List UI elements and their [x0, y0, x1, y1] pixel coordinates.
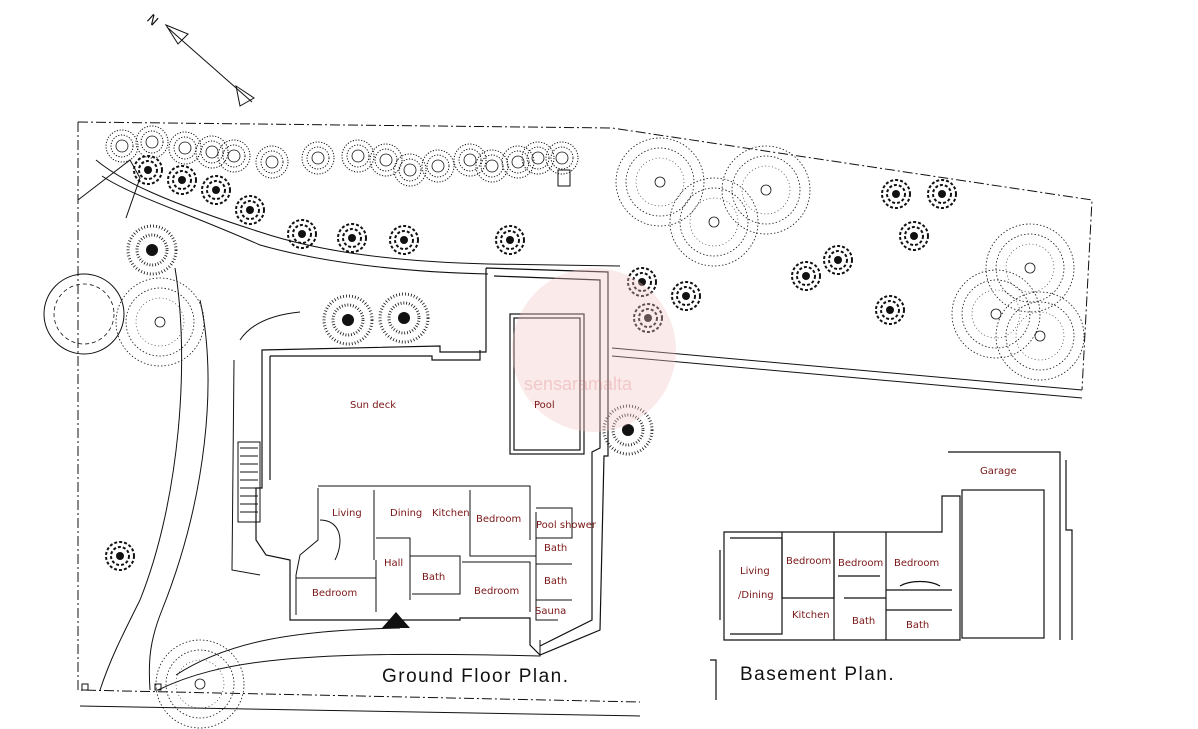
site-boundary — [77, 121, 1093, 717]
label-basement-bath-2: Bath — [906, 620, 929, 631]
label-living: Living — [332, 508, 362, 519]
north-arrow-icon: N — [143, 12, 255, 107]
label-bedroom-center: Bedroom — [474, 586, 519, 597]
stairs — [240, 447, 258, 513]
label-basement-bath-1: Bath — [852, 616, 875, 627]
house-interior-walls — [295, 485, 573, 621]
label-sun-deck: Sun deck — [350, 400, 396, 411]
label-basement-bedroom-3: Bedroom — [894, 558, 939, 569]
large-trees — [43, 137, 1085, 729]
label-living-line2: /Dining — [738, 590, 774, 601]
label-pool: Pool — [534, 400, 555, 411]
basement-labels: Garage Living /Dining Bedroom Bedroom Be… — [738, 466, 1017, 631]
basement-title: Basement Plan. — [740, 664, 895, 685]
watermark-logo: sensaramalta — [512, 268, 676, 432]
label-pool-shower: Pool shower — [536, 520, 597, 531]
label-basement-bedroom-1: Bedroom — [786, 556, 831, 567]
label-hall: Hall — [384, 558, 403, 569]
label-bath-upper: Bath — [544, 543, 567, 554]
ground-floor-walls — [255, 267, 609, 656]
north-label: N — [143, 12, 160, 30]
driveway — [77, 159, 621, 691]
label-basement-bedroom-2: Bedroom — [838, 558, 883, 569]
label-basement-kitchen: Kitchen — [792, 610, 830, 621]
label-bath-lower: Bath — [544, 576, 567, 587]
watermark-text: sensaramalta — [524, 374, 633, 394]
entrance-marker-icon — [382, 612, 410, 628]
label-bedroom-west: Bedroom — [312, 588, 357, 599]
ground-floor-labels: Sun deck Pool Living Dining Kitchen Bedr… — [312, 400, 597, 617]
label-bedroom-ne: Bedroom — [476, 514, 521, 525]
label-bath-center: Bath — [422, 572, 445, 583]
tree-row-sunburst — [105, 125, 579, 187]
ground-floor-title: Ground Floor Plan. — [382, 666, 570, 687]
basement-walls — [710, 451, 1073, 700]
label-dining: Dining — [390, 508, 422, 519]
label-garage: Garage — [980, 466, 1017, 477]
label-kitchen: Kitchen — [432, 508, 470, 519]
label-sauna: Sauna — [535, 606, 566, 617]
label-living-line1: Living — [740, 566, 770, 577]
